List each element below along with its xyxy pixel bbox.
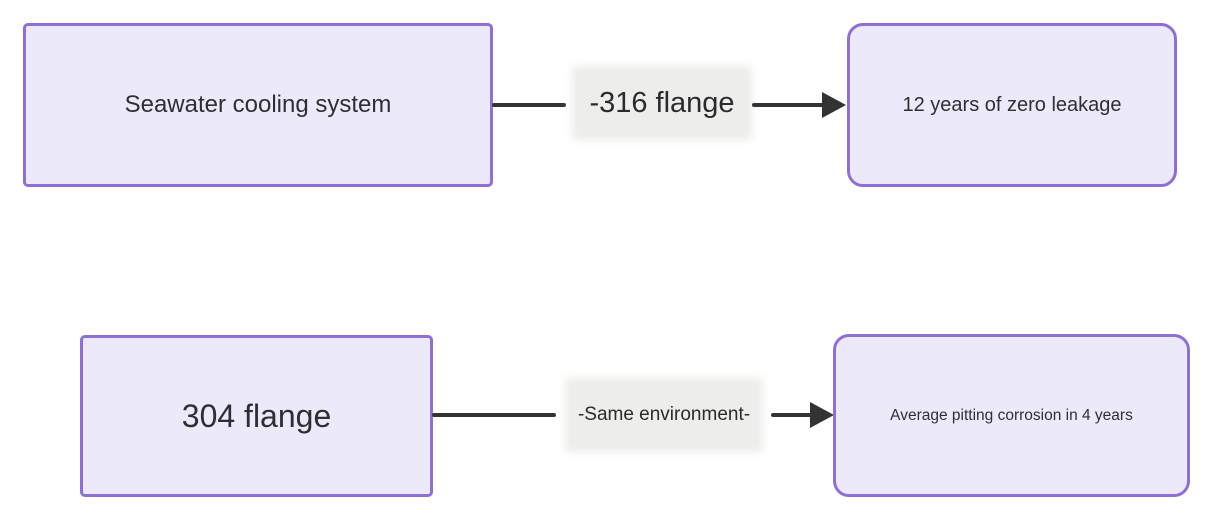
node-label: 304 flange: [181, 397, 332, 434]
edge-line-row2-left: [432, 413, 556, 417]
node-label: 12 years of zero leakage: [902, 93, 1122, 116]
node-304-flange: 304 flange: [80, 335, 433, 497]
node-12-years-zero-leakage: 12 years of zero leakage: [847, 23, 1177, 187]
edge-line-row1-right: [752, 103, 824, 107]
edge-label-316-flange: -316 flange: [577, 71, 747, 135]
node-average-pitting-corrosion: Average pitting corrosion in 4 years: [833, 334, 1190, 497]
arrowhead-icon: [822, 92, 846, 118]
edge-label-same-environment: -Same environment-: [570, 383, 758, 447]
node-label: Average pitting corrosion in 4 years: [890, 406, 1133, 424]
edge-line-row1-left: [492, 103, 566, 107]
arrowhead-icon: [810, 402, 834, 428]
node-seawater-cooling-system: Seawater cooling system: [23, 23, 493, 187]
edge-line-row2-right: [771, 413, 813, 417]
node-label: Seawater cooling system: [124, 91, 392, 118]
